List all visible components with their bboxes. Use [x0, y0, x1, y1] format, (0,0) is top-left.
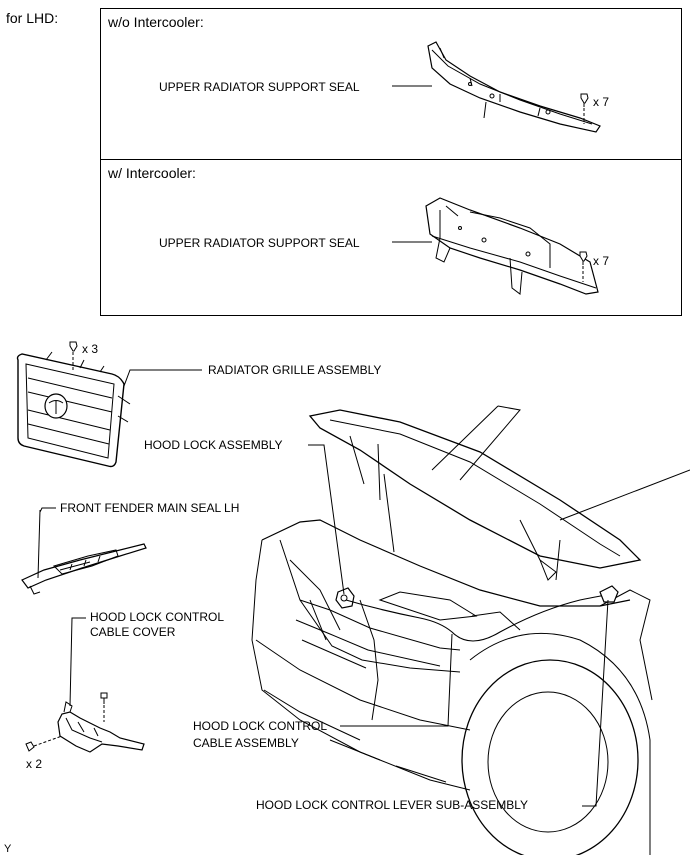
fender-seal-label: FRONT FENDER MAIN SEAL LH: [60, 501, 240, 515]
cable-cover-qty: x 2: [26, 757, 43, 771]
region-label: for LHD:: [6, 10, 59, 26]
lever-label: HOOD LOCK CONTROL LEVER SUB-ASSEMBLY: [256, 798, 529, 812]
footer-code: Y: [4, 843, 12, 855]
upper-radiator-support-seal-b: [425, 197, 599, 295]
panel-with-intercooler: [100, 159, 682, 316]
clip-icon-b: [579, 251, 588, 265]
front-fender-main-seal: [21, 509, 147, 595]
cable-assy-label-line1: HOOD LOCK CONTROL: [193, 719, 328, 733]
cable-cover-label-line1: HOOD LOCK CONTROL: [90, 610, 225, 624]
vehicle-front: [251, 405, 690, 855]
panel-a-title: w/o Intercooler:: [108, 14, 204, 30]
grille-label: RADIATOR GRILLE ASSEMBLY: [208, 363, 382, 377]
leader-lever: [582, 599, 609, 807]
leader-cable-cover: [69, 617, 86, 707]
cable-assy-label-line2: CABLE ASSEMBLY: [193, 736, 299, 750]
hood-lock-label: HOOD LOCK ASSEMBLY: [144, 438, 283, 452]
cable-cover-clip-icon: [25, 741, 35, 752]
grille-clip-icon: [69, 341, 78, 352]
leader-cable-assy: [340, 633, 453, 727]
panel-b-title: w/ Intercooler:: [108, 165, 196, 181]
upper-radiator-support-seal-a: [427, 41, 601, 133]
leader-grille: [123, 369, 202, 387]
grille-qty: x 3: [82, 342, 99, 356]
cable-cover-label-line2: CABLE COVER: [90, 625, 176, 639]
cable-cover-clip-leader: [33, 735, 63, 747]
leader-fender-seal: [39, 507, 56, 513]
cable-cover-bolt-icon: [100, 692, 108, 704]
panel-b-part-label: UPPER RADIATOR SUPPORT SEAL: [159, 236, 360, 250]
radiator-grille: [16, 351, 131, 468]
clip-icon-a: [580, 93, 589, 107]
hood-lock-control-cable-cover: [57, 701, 145, 753]
panel-b-qty: x 7: [593, 254, 610, 268]
leader-hood-lock: [308, 444, 345, 595]
panel-a-part-label: UPPER RADIATOR SUPPORT SEAL: [159, 80, 360, 94]
panel-a-qty: x 7: [593, 95, 610, 109]
